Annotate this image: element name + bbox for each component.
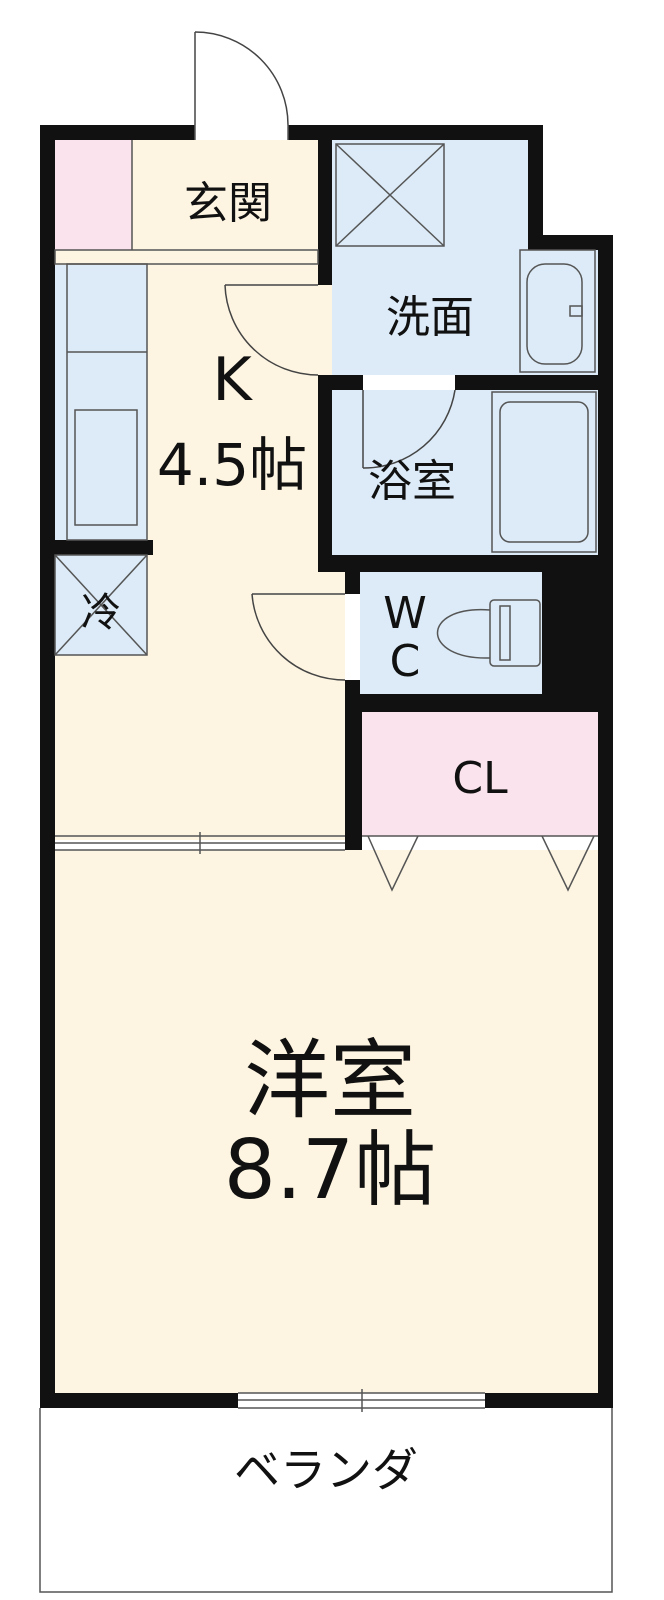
closet-door-right — [541, 835, 595, 892]
counter-outline — [66, 263, 148, 541]
fridge-label: 冷 — [81, 590, 121, 636]
washroom-floor-right — [520, 250, 598, 375]
fridge-x-2 — [54, 554, 148, 656]
closet-floor — [362, 712, 598, 836]
entrance-tile — [55, 140, 132, 250]
washbasin-counter — [519, 249, 596, 373]
wall-wash-bath-right — [455, 375, 598, 390]
wall-closet-left — [345, 712, 362, 850]
wc-label-top: W — [383, 588, 427, 639]
wall-top-right — [288, 125, 543, 140]
western-room-floor — [55, 850, 598, 1393]
washroom-label: 洗面 — [386, 292, 474, 343]
walls — [40, 125, 613, 1408]
wall-bottom-left — [40, 1393, 238, 1408]
bathtub-inner — [499, 401, 589, 543]
toilet-tank — [489, 599, 541, 667]
wall-step-vertical — [528, 125, 543, 250]
bathtub-frame — [491, 391, 597, 553]
washroom-door-arc — [224, 284, 319, 376]
room-labels: 玄関 洗面 K 4.5帖 浴室 冷 W C CL 洋室 8.7帖 ベランダ — [81, 178, 508, 1497]
wc-floor — [360, 572, 542, 694]
wall-top-left — [40, 125, 195, 140]
wc-label-bottom: C — [390, 636, 421, 687]
wall-kitchen-washroom — [318, 140, 332, 285]
washroom-floor — [332, 140, 528, 375]
bath-door-arc — [362, 389, 456, 469]
bathroom-floor — [332, 390, 598, 555]
entrance-step-edge — [54, 249, 319, 265]
entrance-door-arc — [194, 31, 289, 126]
wall-outer-right — [598, 235, 613, 1408]
wall-outer-left — [40, 125, 55, 1408]
sink — [74, 409, 138, 526]
wall-bath-bottom — [318, 555, 598, 572]
toilet-bowl — [436, 609, 491, 659]
wall-wash-bath — [318, 375, 363, 390]
bathroom-label: 浴室 — [368, 456, 456, 507]
closet-door-left — [367, 835, 419, 892]
wc-door-arc — [251, 593, 346, 681]
detail-lines — [39, 125, 613, 1593]
toilet-lid — [499, 605, 511, 661]
door-swings — [194, 31, 456, 681]
wall-washroom-lower — [318, 375, 332, 570]
wall-bottom-right — [485, 1393, 613, 1408]
faucet — [569, 305, 583, 317]
pipe-shaft — [542, 572, 598, 712]
wall-counter-stub — [55, 540, 153, 555]
wall-wc-left-top — [345, 572, 360, 594]
veranda-floor — [40, 1408, 612, 1592]
western-room-name-label: 洋室 — [244, 1031, 416, 1131]
entrance-label: 玄関 — [184, 178, 272, 229]
kitchen-size-label: 4.5帖 — [157, 431, 307, 499]
kitchen-name-label: K — [212, 345, 253, 415]
storage-x-2 — [335, 143, 445, 247]
wall-step-horizontal — [528, 235, 613, 250]
kitchen-counter — [55, 265, 147, 540]
wall-wc-bottom — [345, 694, 598, 712]
closet-label: CL — [452, 753, 508, 804]
western-room-size-label: 8.7帖 — [224, 1123, 436, 1218]
veranda-outline — [39, 1408, 613, 1593]
floor-fills — [40, 140, 612, 1592]
fridge-outline — [54, 554, 148, 656]
veranda-label: ベランダ — [234, 1443, 418, 1497]
washroom-storage — [335, 143, 445, 247]
